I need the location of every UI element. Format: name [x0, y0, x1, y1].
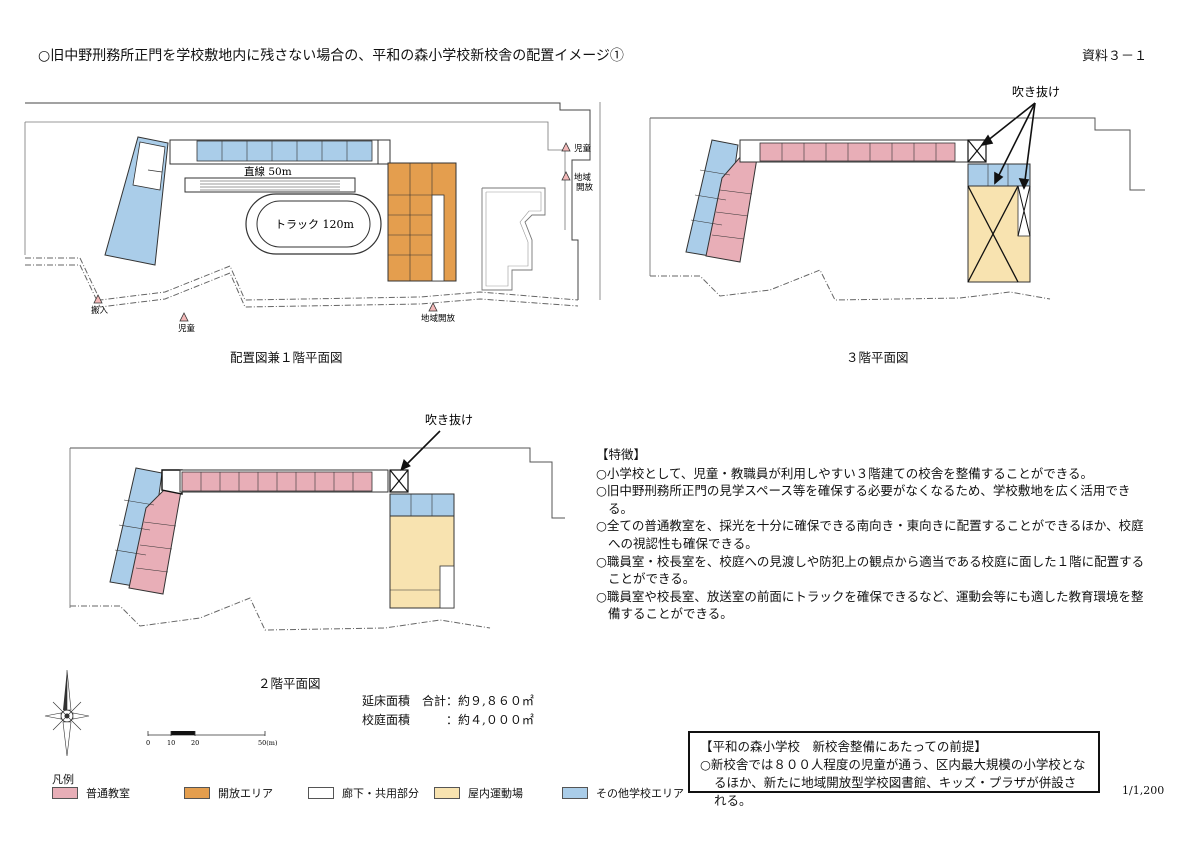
legend: 普通教室 開放エリア 廊下・共用部分 屋内運動場 その他学校エリア — [52, 785, 712, 801]
entrance-label-delivery: 搬入 — [91, 305, 109, 316]
void-label-3f: 吹き抜け — [1012, 85, 1060, 99]
north-arrow-icon — [44, 669, 90, 757]
entrance-label-children-south: 児童 — [178, 323, 196, 334]
premise-box: 【平和の森小学校 新校舎整備にあたっての前提】 ○新校舎では８００人程度の児童が… — [688, 731, 1100, 808]
void-label-2f: 吹き抜け — [425, 413, 473, 427]
feature-item: ○職員室・校長室を、校庭への見渡しや防犯上の観点から適当である校庭に面した１階に… — [596, 553, 1145, 587]
caption-1f: 配置図兼１階平面図 — [230, 350, 343, 365]
track-inner — [256, 200, 371, 248]
corner-corridor-2f — [161, 469, 183, 495]
caption-3f: ３階平面図 — [846, 350, 909, 365]
site-boundary-3f — [650, 117, 1145, 191]
legend-swatch — [184, 787, 210, 799]
south-wall-1f — [25, 257, 579, 301]
feature-item: ○全ての普通教室を、採光を十分に確保できる南向き・東向きに配置することができるほ… — [596, 518, 1144, 551]
site-boundary-1f — [25, 102, 591, 300]
north-rooms-1f — [196, 140, 373, 162]
scale-bar: 0 10 20 50(m) — [146, 731, 278, 747]
schoolyard-area: 校庭面積 ：約４,０００㎡ — [362, 713, 534, 727]
svg-text:0: 0 — [146, 739, 150, 747]
south-wall-2f — [70, 597, 491, 631]
west-wing-1f-rooms — [132, 141, 166, 191]
legend-item-open-area: 開放エリア — [184, 785, 273, 801]
premise-body: ○新校舎では８００人程度の児童が通う、区内最大規模の小学校となるほか、新たに地域… — [700, 757, 1086, 808]
legend-item-other: その他学校エリア — [562, 785, 684, 801]
legend-swatch — [562, 787, 588, 799]
legend-item-corridor: 廊下・共用部分 — [308, 785, 419, 801]
site-boundary-2f — [70, 447, 565, 519]
document-reference: 資料３－１ — [1082, 49, 1148, 64]
legend-item-classroom: 普通教室 — [52, 785, 130, 801]
legend-title: 凡例 — [52, 773, 74, 786]
svg-text:開放: 開放 — [576, 182, 594, 193]
total-floor-area: 延床面積 合計：約９,８６０㎡ — [362, 694, 534, 708]
open-area-block-1f — [387, 162, 457, 282]
plan-2f: 吹き抜け — [69, 413, 565, 631]
straight-label: 直線 50m — [244, 165, 292, 178]
premise-heading: 【平和の森小学校 新校舎整備にあたっての前提】 — [700, 739, 987, 754]
plan-3f: 吹き抜け — [649, 85, 1145, 301]
legend-swatch — [434, 787, 460, 799]
straight-course — [184, 177, 356, 193]
legend-swatch — [52, 787, 78, 799]
legend-swatch — [308, 787, 334, 799]
neighbour-building-1f — [481, 187, 546, 291]
entrance-label-children-east: 児童 — [574, 143, 592, 154]
entrance-label-community-south: 地域開放 — [421, 313, 456, 324]
entrance-markers-1f — [93, 142, 571, 322]
caption-2f: ２階平面図 — [258, 676, 321, 691]
svg-text:50(m): 50(m) — [258, 739, 278, 747]
track-label: トラック 120m — [275, 218, 354, 231]
east-rooms-2f — [389, 493, 455, 517]
entrance-label-community-east: 地域 — [574, 172, 592, 183]
page-title: ○旧中野刑務所正門を学校敷地内に残さない場合の、平和の森小学校新校舎の配置イメー… — [38, 48, 624, 64]
plan-1f: 直線 50m トラック 120m 児童 地域 開放 搬入 児童 地域開放 — [24, 102, 601, 334]
svg-text:10: 10 — [167, 739, 175, 747]
feature-item: ○小学校として、児童・教職員が利用しやすい３階建ての校舎を整備することができる。 — [596, 465, 1094, 481]
features-heading: 【特徴】 — [596, 447, 647, 462]
drawing-scale: 1/1,200 — [1122, 784, 1165, 797]
north-classrooms-3f — [759, 142, 956, 162]
south-wall-3f — [650, 269, 1051, 301]
features-section: 【特徴】 ○小学校として、児童・教職員が利用しやすい３階建ての校舎を整備すること… — [596, 446, 1146, 623]
svg-text:20: 20 — [191, 739, 199, 747]
feature-item: ○職員室や校長室、放送室の前面にトラックを確保できるなど、運動会等にも適した教育… — [596, 588, 1144, 622]
feature-item: ○旧中野刑務所正門の見学スペース等を確保する必要がなくなるため、学校敷地を広く活… — [596, 483, 1131, 516]
legend-item-gym: 屋内運動場 — [434, 785, 523, 801]
